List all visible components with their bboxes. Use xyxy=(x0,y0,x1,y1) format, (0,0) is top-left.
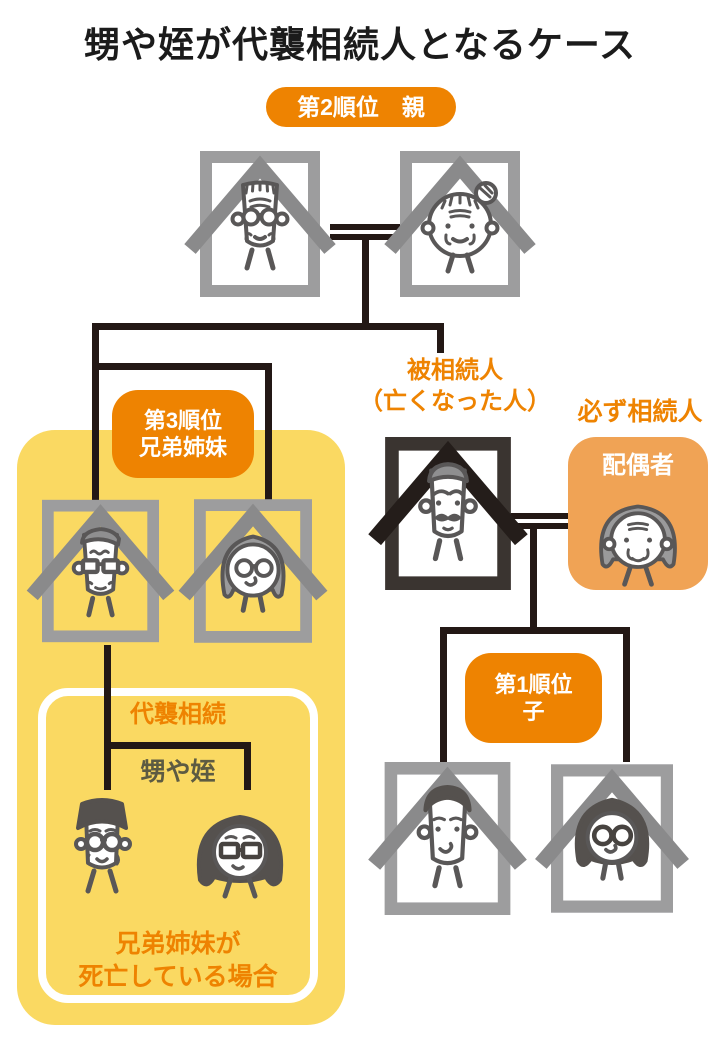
parents-marriage-line-bottom xyxy=(330,234,410,240)
portrait-son xyxy=(368,762,527,915)
decedent-label-line1: 被相続人 xyxy=(407,357,503,384)
case-label-line2: 死亡している場合 xyxy=(78,962,278,991)
connector-substitute-horizontal xyxy=(104,742,251,749)
portrait-daughter xyxy=(535,762,689,915)
portrait-decedent xyxy=(368,437,528,590)
spouse-box: 配偶者 xyxy=(568,437,708,590)
decedent-label-line2: （亡くなった人） xyxy=(359,387,551,415)
connector-to-daughter xyxy=(623,627,630,762)
badge-rank3-line2: 兄弟姉妹 xyxy=(138,435,227,460)
spouse-face xyxy=(576,471,701,590)
decedent-marriage-line-top xyxy=(503,513,568,519)
badge-rank1-line2: 子 xyxy=(522,699,545,724)
parents-marriage-line-top xyxy=(330,224,410,230)
substitute-inheritance-box xyxy=(38,688,318,1003)
decedent-label: 被相続人 （亡くなった人） xyxy=(355,356,555,417)
niece-face xyxy=(170,788,310,918)
spouse-label: 配偶者 xyxy=(602,452,674,479)
case-label: 兄弟姉妹が 死亡している場合 xyxy=(28,928,328,993)
decedent-marriage-line-bottom xyxy=(503,523,568,529)
connector-to-brother xyxy=(92,323,99,503)
portrait-grandmother xyxy=(384,151,536,297)
badge-rank1-line1: 第1順位 xyxy=(494,671,573,697)
connector-brother-to-nephew xyxy=(104,645,111,790)
page-title: 甥や姪が代襲相続人となるケース xyxy=(83,24,637,65)
always-heir-label: 必ず相続人 xyxy=(577,398,703,426)
connector-to-decedent xyxy=(437,323,444,353)
badge-rank3-line1: 第3順位 xyxy=(143,407,223,433)
substitute-inheritance-label: 代襲相続 xyxy=(130,701,226,728)
connector-children-horizontal xyxy=(440,627,630,634)
connector-main-horizontal xyxy=(92,323,444,330)
badge-rank1-children: 第1順位 子 xyxy=(465,653,602,743)
portrait-sister xyxy=(178,497,328,645)
connector-to-sister xyxy=(265,363,272,503)
connector-to-son xyxy=(440,627,447,762)
nephew-niece-label: 甥や姪 xyxy=(140,758,216,786)
connector-couple-down xyxy=(530,529,537,634)
connector-parents-down xyxy=(362,240,369,326)
nephew-face xyxy=(50,787,155,922)
portrait-brother xyxy=(26,497,175,645)
connector-to-niece xyxy=(244,742,251,790)
badge-rank2-parents: 第2順位 親 xyxy=(266,87,456,127)
connector-siblings-horizontal xyxy=(92,363,272,370)
case-label-line1: 兄弟姉妹が xyxy=(115,930,241,958)
portrait-grandfather xyxy=(184,151,336,297)
badge-rank3-siblings: 第3順位 兄弟姉妹 xyxy=(112,390,254,478)
